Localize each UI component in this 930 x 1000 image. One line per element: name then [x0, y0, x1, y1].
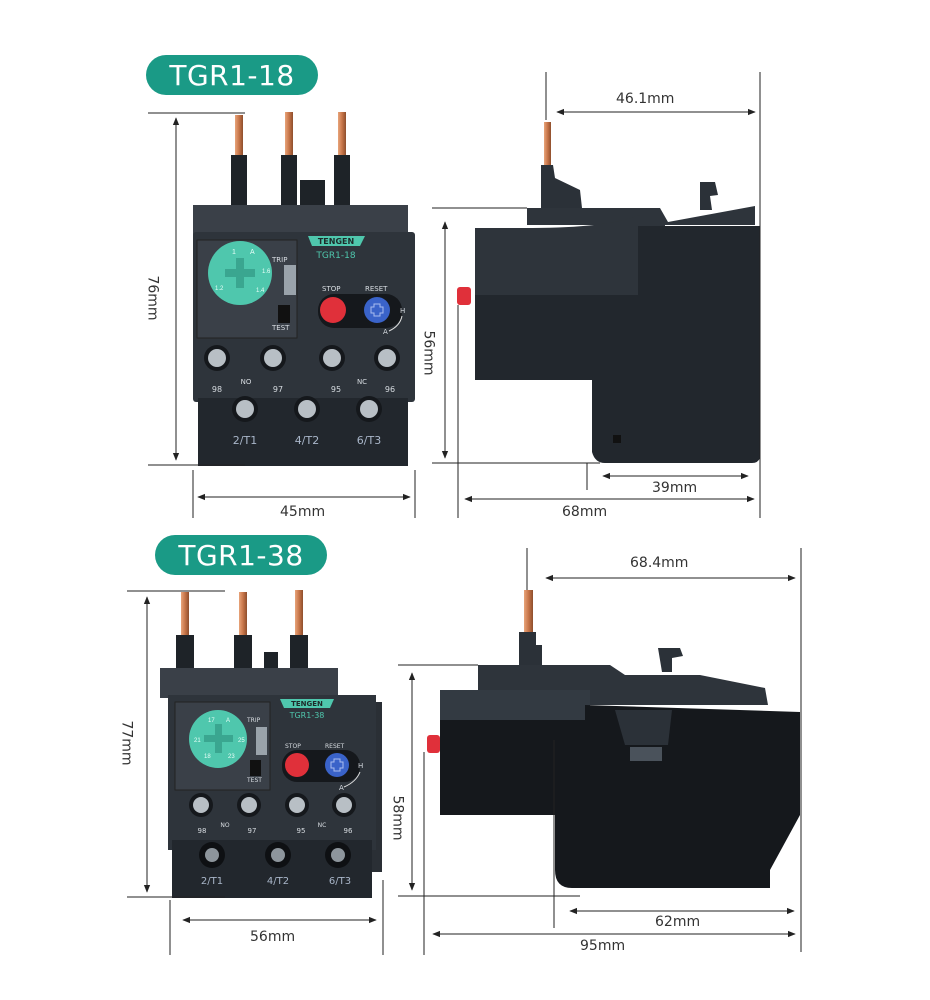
tgr1-38-side-height-label: 58mm: [389, 795, 406, 841]
dial-mark: 1.4: [256, 288, 265, 294]
mode-arrow-icon: [343, 771, 361, 788]
terminal-label: NC: [318, 822, 327, 829]
dial-mark: 1: [232, 249, 236, 256]
dial-slot-icon: [204, 724, 233, 753]
terminal-label: NO: [241, 378, 252, 386]
h-label: H: [400, 307, 405, 315]
dial-mark: 18: [204, 754, 211, 760]
relay-top-cap: [160, 668, 338, 698]
stop-label: STOP: [322, 285, 340, 293]
brand-plate: TENGEN: [291, 700, 323, 708]
dial-mark: 25: [238, 738, 245, 744]
tgr1-38-front-view: TENGEN TGR1-38 17 A 25 23 18 21 TRIP TES…: [160, 590, 382, 898]
tgr1-18-width-label: 45mm: [280, 504, 326, 520]
terminal-label: 4/T2: [267, 876, 289, 887]
plate-model: TGR1-38: [289, 711, 325, 720]
terminal-label: 96: [344, 827, 353, 835]
terminal-label: 6/T3: [357, 434, 381, 447]
tgr1-38-height-label: 77mm: [118, 720, 135, 766]
terminal-label: 95: [331, 385, 341, 394]
tgr1-18-bottom-depth-label: 39mm: [652, 480, 698, 496]
copper-pin: [176, 590, 308, 675]
reset-button[interactable]: [364, 297, 390, 323]
reset-label: RESET: [325, 743, 345, 750]
tgr1-18-front-dimensions: [148, 112, 416, 518]
dial-mark: 21: [194, 738, 201, 744]
tgr1-38-side-view: [427, 590, 800, 888]
terminal-label: 2/T1: [201, 876, 223, 887]
test-button[interactable]: [250, 760, 261, 776]
terminal-label: 6/T3: [329, 876, 351, 887]
tgr1-38-bottom-depth-label: 62mm: [655, 914, 701, 930]
tgr1-18-side-dimensions: [432, 72, 761, 518]
model-badge-tgr1-38: TGR1-38: [155, 535, 327, 575]
tgr1-18-total-depth-label: 68mm: [562, 504, 608, 520]
dial-mark: A: [250, 249, 255, 256]
dial-mark: 17: [208, 718, 215, 724]
tgr1-38-front-dimensions: [127, 590, 384, 955]
reset-label: RESET: [365, 285, 388, 293]
copper-pin: [231, 112, 350, 210]
terminal-label: 4/T2: [295, 434, 319, 447]
tgr1-18-front-view: TENGEN TGR1-18 1 A 1.6 1.4 1.2 TRIP TEST…: [193, 112, 415, 466]
reset-slot-icon: [330, 758, 344, 772]
dial-mark: 1.2: [215, 286, 224, 292]
test-label: TEST: [246, 777, 262, 784]
reset-button[interactable]: [325, 753, 349, 777]
stop-button[interactable]: [320, 297, 346, 323]
dial-mark: 1.6: [262, 269, 271, 275]
terminal-label: 97: [273, 385, 283, 394]
tgr1-38-total-depth-label: 95mm: [580, 938, 626, 954]
h-label: H: [358, 762, 363, 770]
model-badge-tgr1-18: TGR1-18: [146, 55, 318, 95]
stop-button[interactable]: [285, 753, 309, 777]
brand-plate: TENGEN: [318, 237, 354, 246]
side-housing: [555, 705, 800, 888]
a-label: A: [383, 328, 388, 336]
tgr1-18-top-depth-label: 46.1mm: [616, 91, 675, 107]
main-terminal-screws: [232, 396, 382, 422]
tgr1-18-side-view: [457, 122, 760, 463]
terminal-label: 96: [385, 385, 395, 394]
terminal-label: 97: [248, 827, 257, 835]
model-badge-label: TGR1-18: [169, 58, 295, 92]
aux-terminal-screws: [204, 345, 400, 371]
tgr1-18-side-height-label: 56mm: [420, 330, 437, 376]
tgr1-18-height-label: 76mm: [144, 275, 161, 321]
dial-mark: 23: [228, 754, 235, 760]
trip-indicator: [256, 727, 267, 755]
tgr1-38-side-dimensions: [398, 548, 802, 955]
main-terminal-screws: [199, 842, 351, 868]
relay-top-cap: [193, 205, 408, 235]
tgr1-38-top-depth-label: 68.4mm: [630, 555, 689, 571]
terminal-label: NC: [357, 378, 367, 386]
a-label: A: [339, 784, 344, 792]
dial-slot-icon: [225, 258, 255, 288]
trip-indicator: [284, 265, 296, 295]
stop-button-side[interactable]: [457, 287, 471, 305]
terminal-label: 98: [212, 385, 222, 394]
tgr1-38-width-label: 56mm: [250, 929, 296, 945]
terminal-label: 95: [297, 827, 306, 835]
side-housing: [475, 226, 760, 463]
plate-model: TGR1-18: [315, 251, 355, 261]
trip-label: TRIP: [246, 717, 261, 724]
reset-slot-icon: [370, 303, 384, 317]
test-button[interactable]: [278, 305, 290, 323]
terminal-label: 98: [198, 827, 207, 835]
stop-button-side[interactable]: [427, 735, 440, 753]
aux-terminal-screws: [189, 793, 356, 817]
trip-label: TRIP: [271, 256, 287, 264]
mode-arrow-icon: [388, 315, 403, 332]
terminal-label: NO: [220, 822, 229, 829]
model-badge-label: TGR1-38: [178, 538, 304, 572]
dial-mark: A: [226, 718, 230, 724]
test-label: TEST: [271, 324, 290, 332]
stop-label: STOP: [285, 743, 301, 750]
terminal-label: 2/T1: [233, 434, 257, 447]
